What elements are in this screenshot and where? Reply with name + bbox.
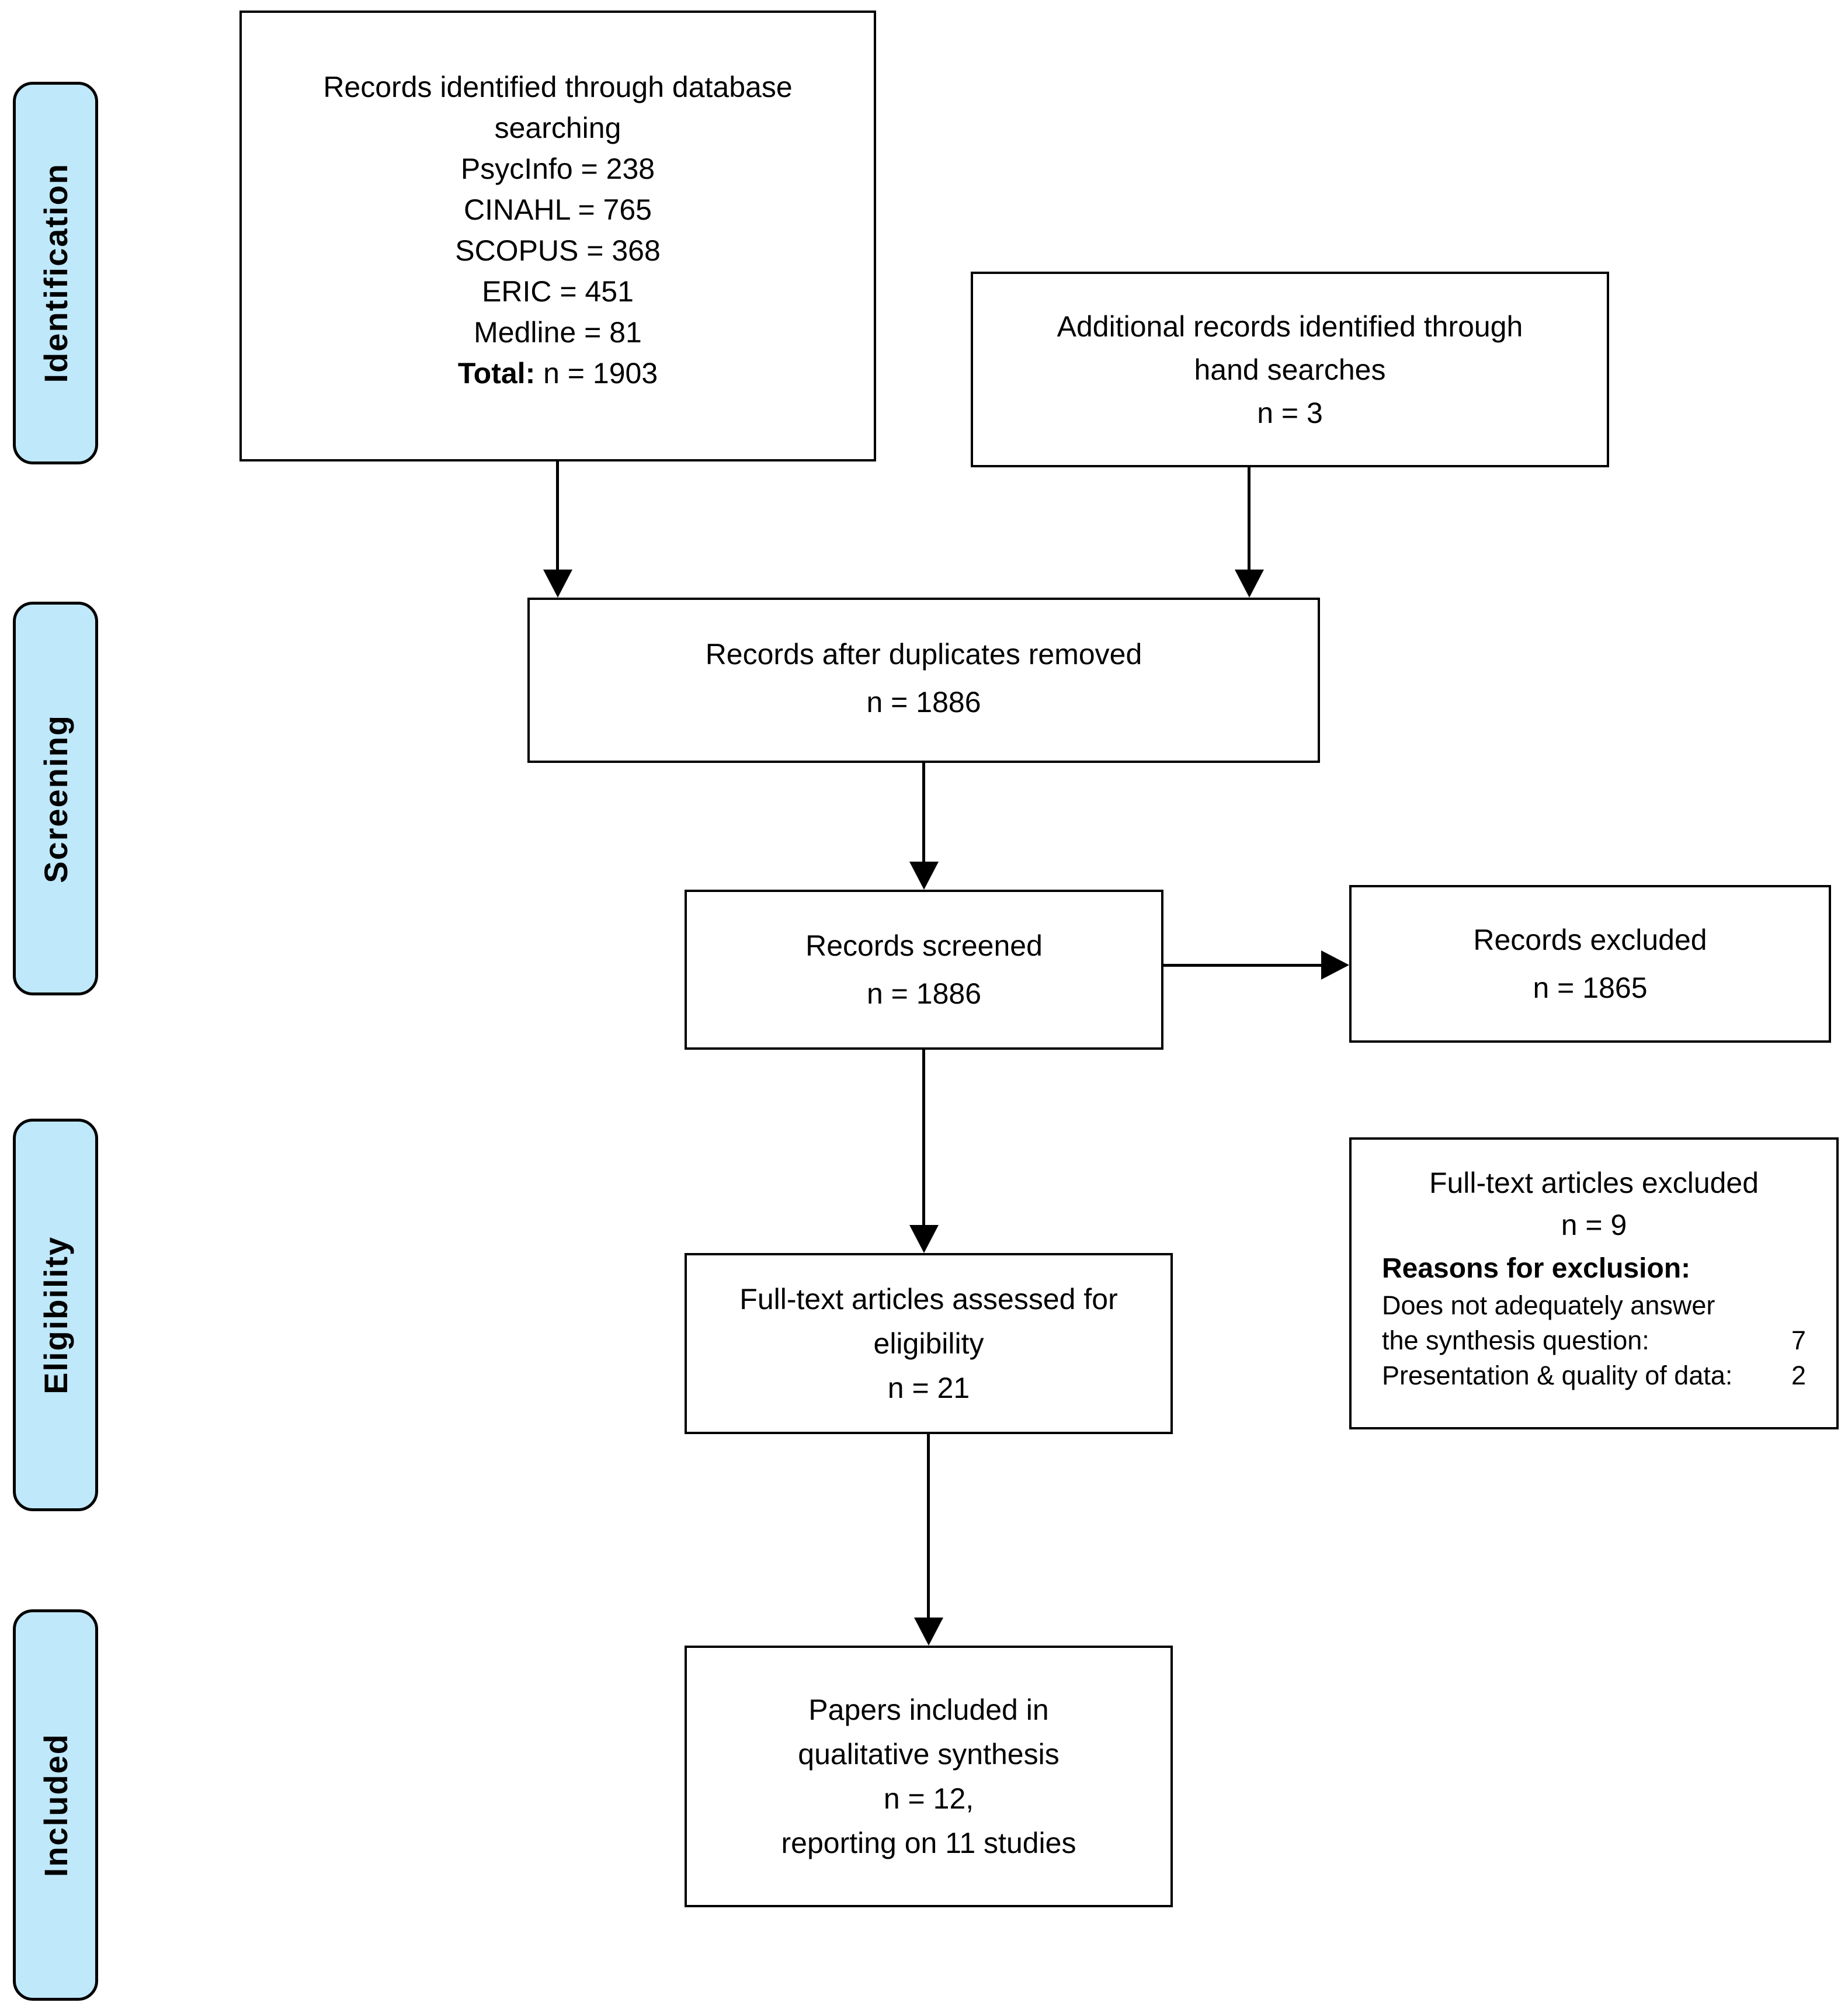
source-total-value: n = 1903 — [535, 357, 658, 390]
box-after-duplicates-count: n = 1886 — [866, 686, 981, 719]
box-records-excluded-line1: Records excluded — [1473, 924, 1707, 956]
box-fulltext-assessed-line1: Full-text articles assessed for — [739, 1283, 1118, 1316]
arrowhead-right-icon — [1321, 950, 1349, 980]
box-additional-records: Additional records identified through ha… — [971, 272, 1609, 467]
exclusion-reason-row: Presentation & quality of data: 2 — [1382, 1358, 1806, 1393]
source-count-medline: Medline = 81 — [474, 316, 642, 349]
stage-label-identification-text: Identification — [37, 163, 74, 383]
box-records-identified: Records identified through database sear… — [239, 11, 876, 461]
box-after-duplicates: Records after duplicates removed n = 188… — [527, 598, 1320, 763]
source-count-scopus: SCOPUS = 368 — [455, 234, 661, 267]
box-papers-included-line4: reporting on 11 studies — [781, 1827, 1076, 1859]
box-records-excluded: Records excluded n = 1865 — [1349, 885, 1831, 1043]
arrowhead-down-icon — [1235, 570, 1264, 598]
box-papers-included-line2: qualitative synthesis — [798, 1738, 1060, 1771]
exclusion-reason-text: Presentation & quality of data: — [1382, 1360, 1733, 1390]
exclusion-reason-row: the synthesis question: 7 — [1382, 1323, 1806, 1358]
stage-label-eligibility-text: Eligibility — [37, 1235, 74, 1394]
arrowhead-down-icon — [909, 862, 939, 890]
box-additional-records-count: n = 3 — [1257, 396, 1323, 429]
exclusion-reason-value: 7 — [1791, 1325, 1806, 1355]
arrow-additional-to-duplicates-line — [1248, 467, 1250, 570]
box-records-identified-title-line1: Records identified through database — [323, 71, 793, 103]
box-records-excluded-count: n = 1865 — [1533, 971, 1648, 1004]
box-additional-records-line2: hand searches — [1194, 353, 1386, 386]
source-total-label: Total: — [457, 357, 536, 390]
exclusion-reasons-label: Reasons for exclusion: — [1382, 1253, 1691, 1284]
source-total-line: Total: n = 1903 — [458, 353, 658, 394]
exclusion-reason-row: Does not adequately answer — [1382, 1288, 1806, 1323]
arrowhead-down-icon — [909, 1225, 939, 1253]
box-fulltext-assessed: Full-text articles assessed for eligibil… — [685, 1253, 1173, 1434]
box-additional-records-line1: Additional records identified through — [1057, 310, 1523, 343]
arrow-screened-to-assessed-line — [922, 1050, 925, 1225]
stage-label-eligibility: Eligibility — [13, 1119, 98, 1511]
arrowhead-down-icon — [543, 570, 572, 598]
source-count-psycinfo: PsycInfo = 238 — [460, 152, 655, 185]
exclusion-reason-text: Does not adequately answer — [1382, 1290, 1715, 1320]
box-fulltext-excluded-count: n = 9 — [1561, 1209, 1627, 1241]
box-fulltext-assessed-count: n = 21 — [887, 1372, 970, 1404]
stage-label-included: Included — [13, 1609, 98, 2001]
stage-label-screening-text: Screening — [37, 714, 74, 883]
source-count-eric: ERIC = 451 — [482, 275, 634, 308]
box-papers-included-count: n = 12, — [883, 1782, 974, 1815]
box-fulltext-excluded-title: Full-text articles excluded — [1429, 1167, 1759, 1199]
arrow-assessed-to-included-line — [927, 1434, 930, 1618]
arrow-identified-to-duplicates-line — [556, 461, 559, 570]
exclusion-reason-text: the synthesis question: — [1382, 1325, 1649, 1355]
box-records-screened-count: n = 1886 — [866, 977, 982, 1010]
box-fulltext-assessed-line2: eligibility — [873, 1327, 984, 1360]
box-records-identified-title-line2: searching — [494, 112, 621, 144]
arrowhead-down-icon — [914, 1618, 943, 1646]
box-records-screened: Records screened n = 1886 — [685, 890, 1163, 1050]
source-count-cinahl: CINAHL = 765 — [464, 193, 652, 226]
box-fulltext-excluded: Full-text articles excluded n = 9 Reason… — [1349, 1137, 1839, 1429]
arrow-screened-to-excluded-line — [1163, 964, 1321, 967]
exclusion-reason-value: 2 — [1791, 1360, 1806, 1390]
arrow-duplicates-to-screened-line — [922, 763, 925, 862]
box-after-duplicates-line1: Records after duplicates removed — [705, 638, 1142, 671]
stage-label-identification: Identification — [13, 82, 98, 464]
box-records-screened-line1: Records screened — [805, 929, 1043, 962]
stage-label-screening: Screening — [13, 602, 98, 995]
stage-label-included-text: Included — [37, 1733, 74, 1877]
box-papers-included: Papers included in qualitative synthesis… — [685, 1646, 1173, 1907]
box-papers-included-line1: Papers included in — [808, 1693, 1049, 1726]
